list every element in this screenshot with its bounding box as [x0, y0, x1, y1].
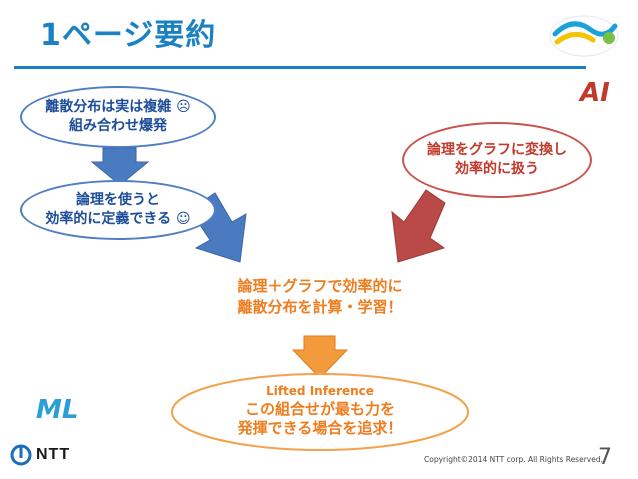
- discrete-complex-line2: 組み合わせ爆発: [69, 118, 167, 134]
- page-number: 7: [598, 445, 612, 470]
- graph-convert-line2: 効率的に扱う: [455, 161, 539, 177]
- red-diagonal-arrow: [391, 189, 446, 263]
- ntt-logo-text: NTT: [36, 446, 71, 463]
- ml-label: ML: [36, 395, 79, 425]
- discrete-complex-node: 離散分布は実は複雑 ☹ 組み合わせ爆発: [20, 86, 216, 148]
- lifted-node: Lifted Inference この組合せが最も力を 発揮できる場合を追求！: [178, 384, 462, 439]
- page-title: 1ページ要約: [40, 18, 217, 53]
- logic-efficient-line1: 論理を使うと: [75, 192, 160, 209]
- title-underline: [14, 66, 586, 69]
- graph-convert-node: 論理をグラフに変換し 効率的に扱う: [402, 122, 592, 198]
- lifted-title: Lifted Inference: [266, 384, 374, 398]
- orange-down-arrow: [291, 335, 349, 379]
- combined-node: 論理＋グラフで効率的に 離散分布を計算・学習！: [210, 276, 430, 318]
- lifted-line3: 発揮できる場合を追求！: [237, 419, 403, 438]
- combined-line1: 論理＋グラフで効率的に: [237, 277, 403, 295]
- ntt-logo: NTT: [10, 444, 70, 466]
- discrete-complex-line1: 離散分布は実は複雑 ☹: [45, 99, 191, 116]
- lifted-line2: この組合せが最も力を: [244, 399, 395, 418]
- copyright-text: Copyright©2014 NTT corp. All Rights Rese…: [424, 455, 603, 464]
- logic-efficient-node: 論理を使うと 効率的に定義できる ☺: [20, 180, 216, 240]
- combined-line2: 離散分布を計算・学習！: [237, 298, 403, 316]
- blue-down-arrow: [90, 147, 150, 186]
- lifted-ellipse: [171, 373, 469, 451]
- logic-efficient-line2: 効率的に定義できる ☺: [45, 211, 191, 227]
- graph-convert-line1: 論理をグラフに変換し: [427, 142, 567, 159]
- research-logo-icon: [549, 15, 619, 57]
- ntt-logo-icon: [10, 444, 32, 466]
- ai-label: AI: [580, 78, 610, 108]
